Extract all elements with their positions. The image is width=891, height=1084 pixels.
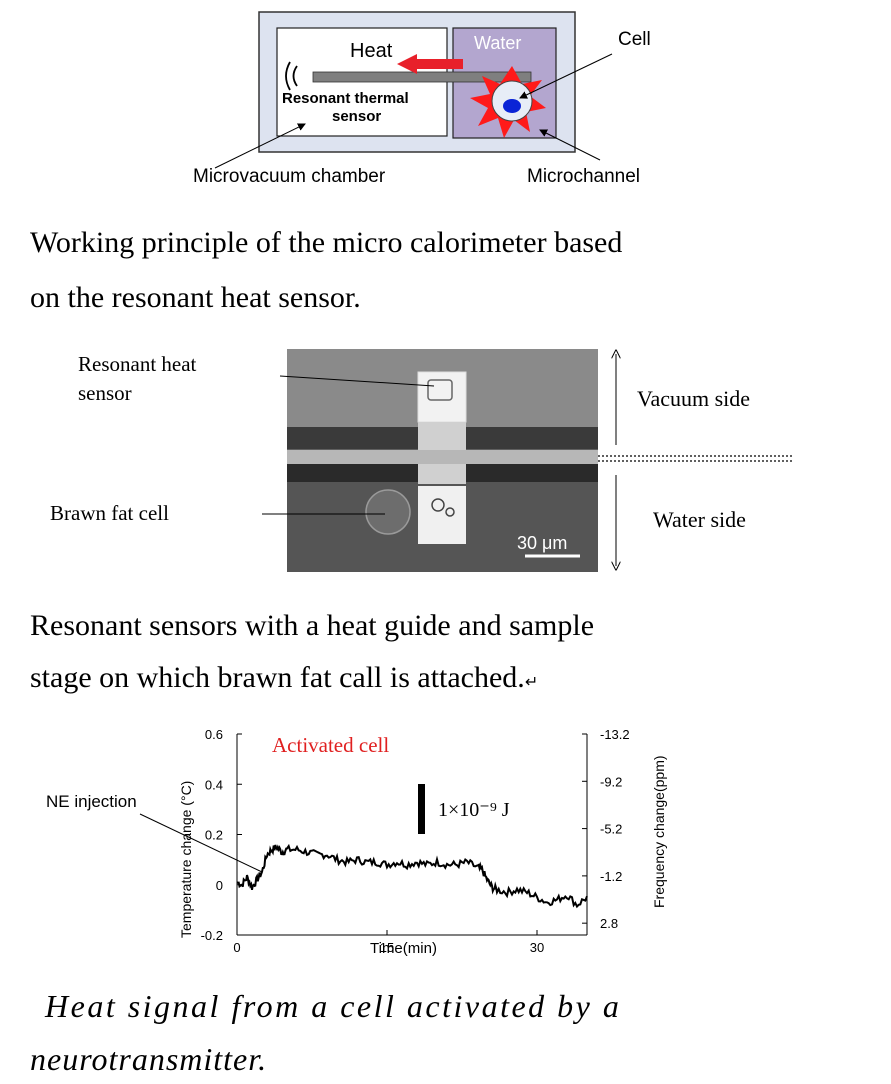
microchannel-label: Microchannel	[527, 166, 640, 187]
heat-arrow	[397, 54, 463, 74]
x-tick-label: 30	[530, 940, 544, 955]
y-tick-label: -0.2	[201, 928, 223, 943]
figure1-caption-line2: on the resonant heat sensor.	[30, 281, 361, 314]
water-label: Water	[474, 33, 521, 53]
figure1-diagram: Heat Water Cell Resonant thermal sensor …	[193, 11, 651, 187]
fat-cell-lipid-2	[445, 507, 455, 517]
cell-label: Cell	[618, 29, 651, 50]
x-tick-label: 0	[233, 940, 240, 955]
vacuum-side-label: Vacuum side	[637, 386, 750, 411]
y2-tick-label: -9.2	[600, 774, 622, 789]
x-tick-label: 15	[380, 940, 394, 955]
y-tick-label: 0.6	[205, 727, 223, 742]
fig2-sensor-label-line2: sensor	[78, 381, 132, 405]
resonance-arcs-icon	[285, 61, 298, 91]
y-tick-label: 0	[216, 878, 223, 893]
heat-guide-bar	[312, 71, 532, 83]
sample-stage	[418, 486, 466, 544]
water-side-label: Water side	[653, 507, 746, 532]
y-tick-label: 0.2	[205, 828, 223, 843]
y-axis-label: Temperature change (°C)	[178, 781, 194, 938]
injection-pointer	[139, 813, 263, 873]
fat-cell-image	[365, 489, 411, 535]
cell-pointer	[519, 53, 613, 99]
neck-top	[418, 422, 466, 450]
sensor-pointer	[279, 375, 435, 387]
heat-label: Heat	[350, 40, 393, 62]
figure1-caption-line1: Working principle of the micro calorimet…	[30, 226, 623, 259]
fat-cell-lipid	[431, 498, 445, 512]
nucleus-icon	[503, 99, 521, 113]
figure3-caption-line1: Heat signal from a cell activated by a	[45, 988, 622, 1024]
sensor-inner	[427, 379, 453, 401]
y2-tick-label: -5.2	[600, 822, 622, 837]
sensor-label-line2: sensor	[332, 108, 381, 125]
fig2-sensor-label-line1: Resonant heat	[78, 352, 197, 376]
chamber-pointer	[214, 123, 306, 169]
sensor-label-line1: Resonant thermal	[282, 90, 409, 107]
injection-annotation: NE injection	[46, 792, 137, 811]
y2-tick-label: -1.2	[600, 869, 622, 884]
return-mark: ↵	[524, 674, 539, 691]
y2-tick-label: -13.2	[600, 727, 630, 742]
chamber-label: Microvacuum chamber	[193, 166, 386, 187]
y2-tick-label: 2.8	[600, 916, 618, 931]
energy-scale-label: 1×10⁻⁹ J	[438, 799, 510, 821]
figure2-micrograph: 30 μm Resonant heat sensor Brawn fat cel…	[50, 349, 792, 572]
microchannel-pointer	[539, 129, 601, 161]
heat-guide-strip	[287, 450, 598, 464]
x-axis-label: Time(min)	[370, 940, 437, 957]
energy-scale-bar	[418, 784, 425, 834]
figure2-caption-line2: stage on which brawn fat call is attache…	[30, 663, 538, 693]
neck-bottom	[418, 464, 466, 484]
fig2-cell-label: Brawn fat cell	[50, 501, 169, 525]
figure2-caption-text: stage on which brawn fat call is attache…	[30, 661, 525, 694]
temperature-series-line	[236, 843, 588, 909]
figure3-caption-line2: neurotransmitter.	[30, 1041, 268, 1077]
chart-title: Activated cell	[272, 733, 389, 757]
figure2-caption-line1: Resonant sensors with a heat guide and s…	[30, 609, 595, 642]
scale-label: 30 μm	[517, 533, 567, 553]
y2-axis-label: Frequency change(ppm)	[651, 755, 667, 908]
y-tick-label: 0.4	[205, 777, 223, 792]
